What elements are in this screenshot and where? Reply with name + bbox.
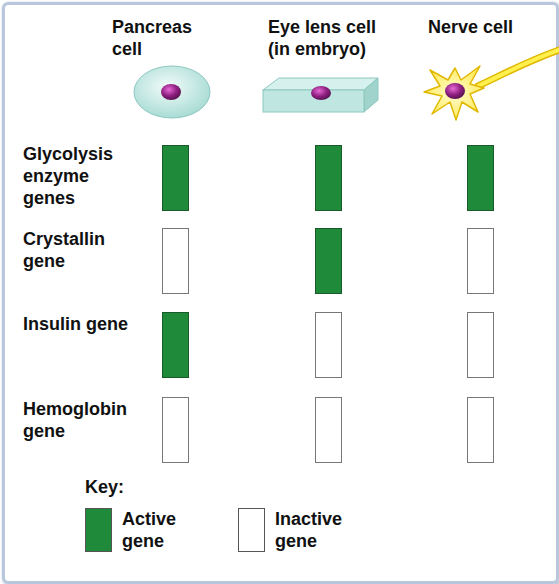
active-gene-box	[468, 146, 494, 211]
inactive-gene-box	[316, 398, 342, 463]
cell-nucleus	[161, 84, 181, 100]
active-gene-box	[163, 146, 189, 211]
inactive-gene-box	[163, 398, 189, 463]
inactive-gene-box	[468, 229, 494, 294]
legend-title: Key:	[85, 476, 165, 498]
axon	[478, 50, 559, 86]
pancreas-cell-body	[134, 66, 210, 118]
column-header: Nerve cell	[428, 16, 558, 38]
legend-swatch	[85, 508, 112, 552]
active-gene-box	[316, 146, 342, 211]
inactive-gene-box	[468, 313, 494, 378]
nerve-cell-body	[424, 66, 484, 120]
legend-text: Inactive gene	[275, 508, 360, 552]
cell-nucleus	[311, 86, 331, 100]
inactive-gene-box	[468, 398, 494, 463]
active-gene-box	[316, 229, 342, 294]
inactive-gene-box	[163, 229, 189, 294]
row-label: Hemoglobin gene	[23, 398, 135, 442]
cell-nucleus	[445, 83, 465, 99]
column-header: Eye lens cell (in embryo)	[268, 16, 403, 60]
active-gene-box	[163, 313, 189, 378]
row-label: Insulin gene	[23, 313, 135, 335]
axon	[478, 50, 559, 86]
legend-text: Active gene	[122, 508, 197, 552]
lens-cell-side	[364, 78, 378, 112]
column-header: Pancreas cell	[112, 16, 217, 60]
row-label: Glycolysis enzyme genes	[23, 143, 135, 209]
row-label: Crystallin gene	[23, 228, 135, 272]
legend-swatch	[238, 508, 265, 552]
inactive-gene-box	[316, 313, 342, 378]
